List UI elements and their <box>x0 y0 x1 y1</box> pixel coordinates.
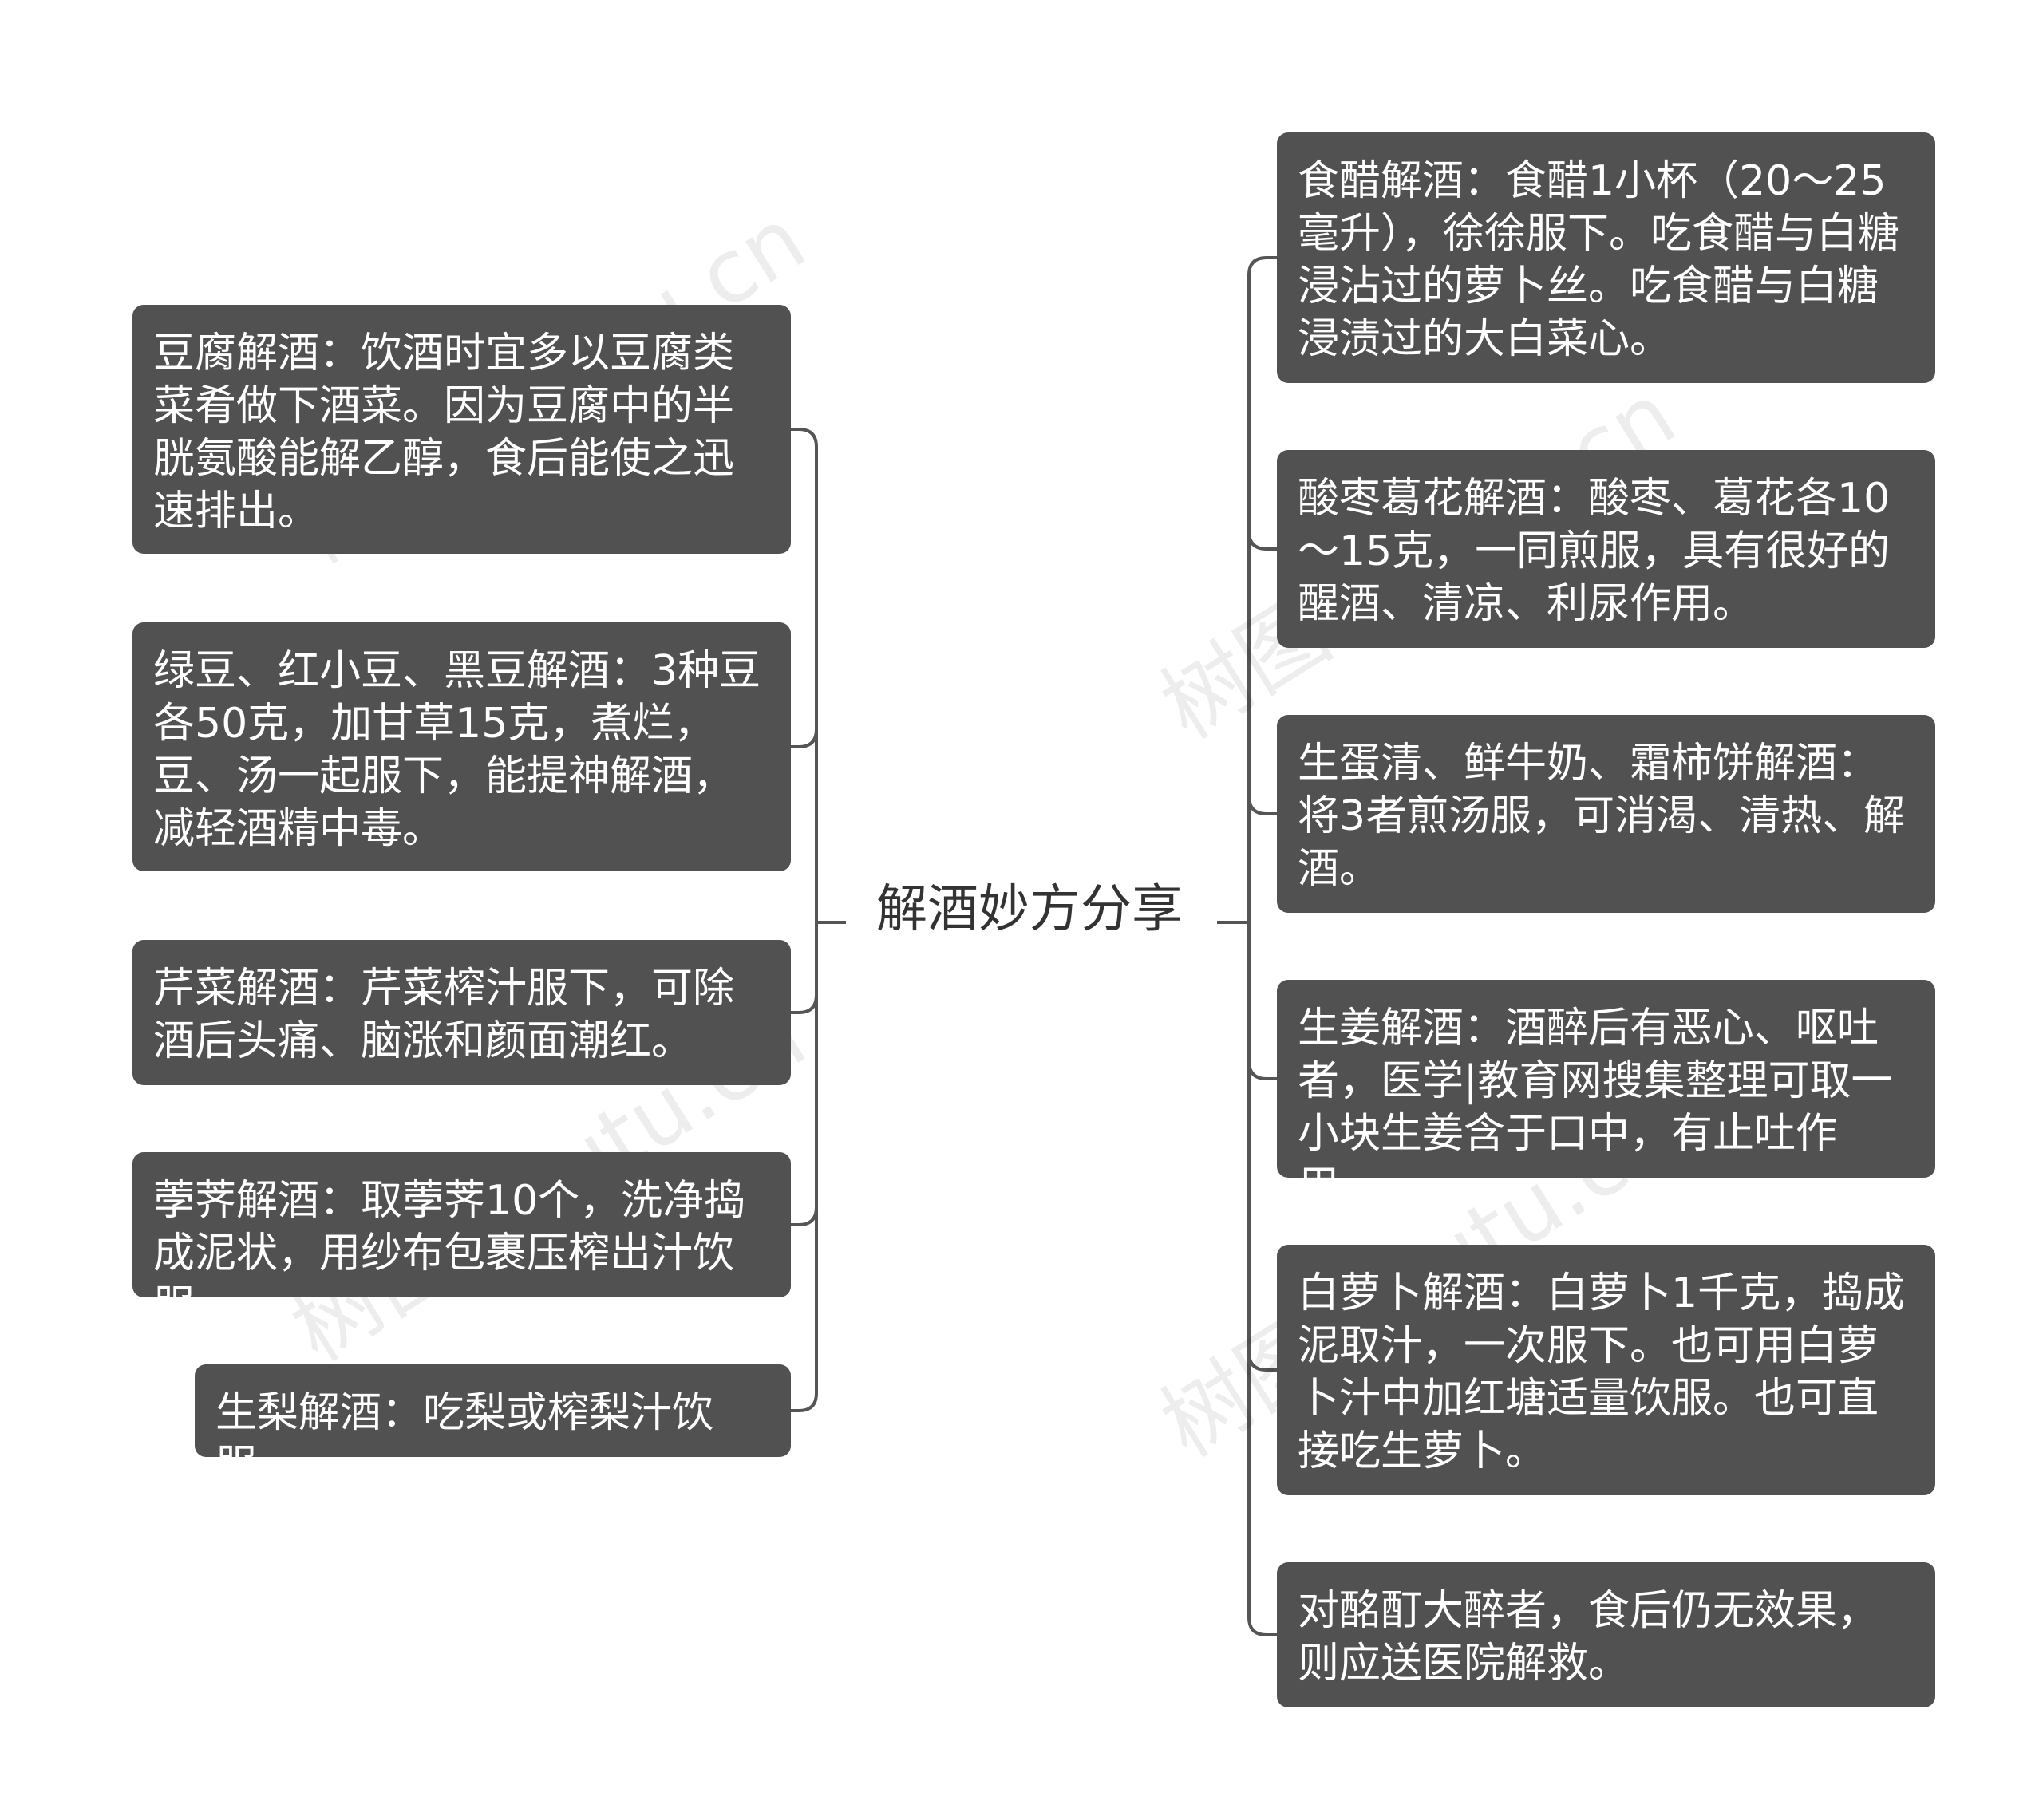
right-node-radish[interactable]: 白萝卜解酒：白萝卜1千克，捣成泥取汁，一次服下。也可用白萝卜汁中加红塘适量饮服。… <box>1277 1245 1935 1495</box>
connector-line <box>791 428 818 448</box>
node-text: 芹菜解酒：芹菜榨汁服下，可除酒后头痛、脑涨和颜面潮红。 <box>153 965 735 1065</box>
connector-line <box>1247 1352 1277 1372</box>
left-node-water-chestnut[interactable]: 荸荠解酒：取荸荠10个，洗净捣成泥状，用纱布包裹压榨出汁饮服。 <box>132 1152 791 1330</box>
node-text: 白萝卜解酒：白萝卜1千克，捣成泥取汁，一次服下。也可用白萝卜汁中加红塘适量饮服。… <box>1298 1269 1906 1475</box>
left-node-pear[interactable]: 生梨解酒：吃梨或榨梨汁饮服。 <box>195 1364 791 1490</box>
connector-line <box>1247 256 1277 276</box>
connector-line <box>791 728 818 748</box>
left-node-tofu[interactable]: 豆腐解酒：饮酒时宜多以豆腐类菜肴做下酒菜。因为豆腐中的半胱氨酸能解乙醇，食后能使… <box>132 305 791 554</box>
right-node-vinegar[interactable]: 食醋解酒：食醋1小杯（20～25毫升），徐徐服下。吃食醋与白糖浸沾过的萝卜丝。吃… <box>1277 132 1935 383</box>
left-node-beans[interactable]: 绿豆、红小豆、黑豆解酒：3种豆各50克，加甘草15克，煮烂，豆、汤一起服下，能提… <box>132 622 791 871</box>
node-text: 豆腐解酒：饮酒时宜多以豆腐类菜肴做下酒菜。因为豆腐中的半胱氨酸能解乙醇，食后能使… <box>153 330 735 535</box>
node-text: 对酩酊大醉者，食后仍无效果，则应送医院解救。 <box>1298 1587 1879 1688</box>
node-text: 荸荠解酒：取荸荠10个，洗净捣成泥状，用纱布包裹压榨出汁饮服。 <box>153 1177 746 1330</box>
connector-line <box>791 1206 818 1226</box>
connector-line <box>791 994 818 1014</box>
node-text: 生姜解酒：酒醉后有恶心、呕吐者，医学|教育网搜集整理可取一小块生姜含于口中，有止… <box>1298 1005 1893 1210</box>
node-text: 酸枣葛花解酒：酸枣、葛花各10～15克，一同煎服，具有很好的醒酒、清凉、利尿作用… <box>1298 475 1891 628</box>
node-text: 生蛋清、鲜牛奶、霜柿饼解酒：将3者煎汤服，可消渴、清热、解酒。 <box>1298 740 1906 893</box>
connector-line <box>1247 796 1277 815</box>
node-text: 食醋解酒：食醋1小杯（20～25毫升），徐徐服下。吃食醋与白糖浸沾过的萝卜丝。吃… <box>1298 157 1900 363</box>
node-text: 生梨解酒：吃梨或榨梨汁饮服。 <box>215 1389 714 1490</box>
right-node-hospital[interactable]: 对酩酊大醉者，食后仍无效果，则应送医院解救。 <box>1277 1562 1935 1707</box>
connector-line <box>1247 531 1277 551</box>
root-topic[interactable]: 解酒妙方分享 <box>876 880 1183 939</box>
right-node-ginger[interactable]: 生姜解酒：酒醉后有恶心、呕吐者，医学|教育网搜集整理可取一小块生姜含于口中，有止… <box>1277 980 1935 1210</box>
node-text: 绿豆、红小豆、黑豆解酒：3种豆各50克，加甘草15克，煮烂，豆、汤一起服下，能提… <box>153 647 761 853</box>
right-node-jujube-kudzu[interactable]: 酸枣葛花解酒：酸枣、葛花各10～15克，一同煎服，具有很好的醒酒、清凉、利尿作用… <box>1277 450 1935 648</box>
connector-line <box>791 1392 818 1412</box>
connector-line <box>1247 1617 1277 1636</box>
connector-line <box>1247 1060 1277 1080</box>
left-node-celery[interactable]: 芹菜解酒：芹菜榨汁服下，可除酒后头痛、脑涨和颜面潮红。 <box>132 940 791 1085</box>
right-node-egg-milk-persimmon[interactable]: 生蛋清、鲜牛奶、霜柿饼解酒：将3者煎汤服，可消渴、清热、解酒。 <box>1277 715 1935 913</box>
